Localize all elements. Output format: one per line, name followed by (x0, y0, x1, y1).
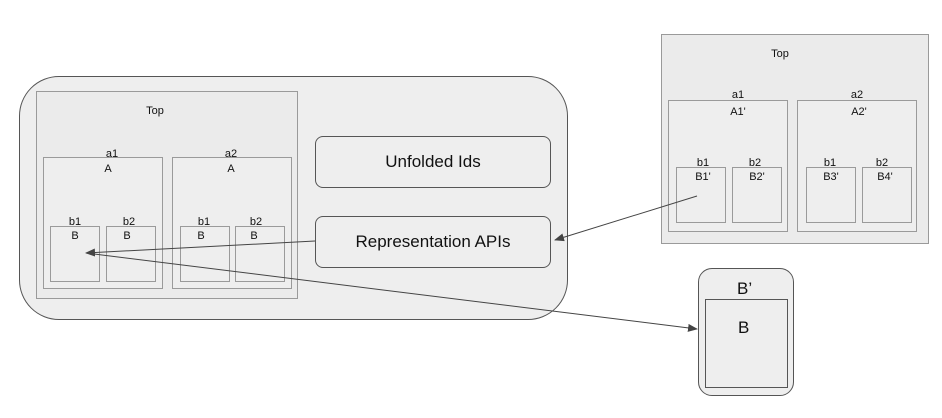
left-top-label: Top (146, 105, 164, 117)
small-b-prime-label: B’ (737, 279, 753, 298)
left-a1-b2-name: B (123, 230, 131, 242)
small-b-inner-box (705, 299, 788, 388)
left-a2-name: A (227, 163, 235, 175)
right-a2-port-label: a2 (850, 89, 864, 101)
right-top-label: Top (771, 48, 789, 60)
right-a2-b2-name: B4' (877, 171, 893, 183)
right-a2-b2-box (862, 167, 912, 223)
left-a1-name: A (104, 163, 112, 175)
representation-apis-button[interactable]: Representation APIs (315, 216, 551, 268)
right-a2-name: A2' (851, 106, 867, 118)
right-a1-b2-port: b2 (748, 157, 762, 169)
unfolded-ids-button[interactable]: Unfolded Ids (315, 136, 551, 188)
left-a1-b2-port: b2 (122, 216, 136, 228)
left-a2-b1-box (180, 226, 230, 282)
right-a1-b2-name: B2' (749, 171, 765, 183)
left-a2-b1-name: B (197, 230, 205, 242)
right-a1-port-label: a1 (731, 89, 745, 101)
right-a1-b1-box (676, 167, 726, 223)
right-a2-b1-port: b1 (823, 157, 837, 169)
left-a2-b1-port: b1 (197, 216, 211, 228)
right-a2-b1-name: B3' (823, 171, 839, 183)
right-a2-b1-box (806, 167, 856, 223)
right-a2-b2-port: b2 (875, 157, 889, 169)
left-a1-b1-port: b1 (68, 216, 82, 228)
left-a2-b2-port: b2 (249, 216, 263, 228)
right-a1-name: A1' (730, 106, 746, 118)
arrow-b1prime-to-representation-apis (554, 195, 698, 242)
arrow-representation-apis-to-left-b (85, 240, 316, 257)
small-b-inner-label: B (738, 318, 750, 337)
left-a2-b2-name: B (250, 230, 258, 242)
arrow-left-b-to-small-b (85, 252, 698, 332)
left-a1-b1-name: B (71, 230, 79, 242)
right-a1-b2-box (732, 167, 782, 223)
right-a1-b1-name: B1' (695, 171, 711, 183)
right-a1-b1-port: b1 (696, 157, 710, 169)
left-a1-b2-box (106, 226, 156, 282)
